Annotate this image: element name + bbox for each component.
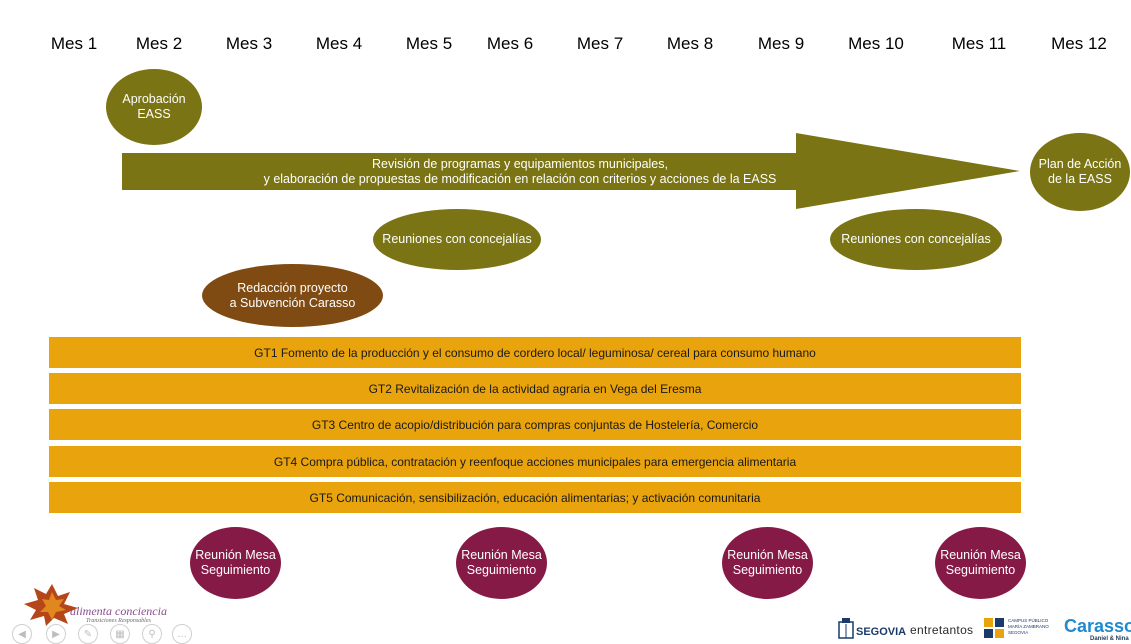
review-arrow-shape	[122, 133, 1020, 209]
zoom-icon: ⚲	[148, 628, 156, 640]
zoom-button[interactable]: ⚲	[142, 624, 162, 644]
slides-icon: ▦	[115, 628, 125, 640]
month-label: Mes 11	[951, 34, 1007, 53]
redaccion-label: Redacción proyecto a Subvención Carasso	[229, 280, 356, 310]
carasso-logo: Carasso Daniel & Nina	[1064, 614, 1131, 644]
month-label: Mes 1	[50, 34, 98, 53]
month-label: Mes 10	[848, 34, 904, 53]
meeting-4-label: Reunión Mesa Seguimiento	[940, 548, 1021, 577]
meeting-2-label: Reunión Mesa Seguimiento	[461, 548, 542, 577]
alimenta-logo-text: alimenta conciencia	[70, 604, 167, 618]
pen-icon: ✎	[83, 628, 93, 640]
alimenta-logo-subtext: Transiciones Responsables	[86, 618, 151, 624]
prev-icon: ◀	[18, 628, 26, 640]
more-button[interactable]: …	[172, 624, 192, 644]
carasso-logo-subtext: Daniel & Nina	[1090, 636, 1129, 642]
working-group-gt4: GT4 Compra pública, contratación y reenf…	[49, 446, 1021, 477]
campus-logo-text: CAMPUS PÚBLICO MARÍA ZAMBRANO SEGOVIA	[1008, 618, 1049, 635]
gt4-label: GT4 Compra pública, contratación y reenf…	[273, 454, 797, 469]
campus-grid-icon	[984, 618, 1004, 638]
review-arrow-label: Revisión de programas y equipamientos mu…	[263, 157, 777, 186]
month-label: Mes 3	[225, 34, 273, 53]
more-icon: …	[177, 628, 187, 640]
working-group-gt3: GT3 Centro de acopio/distribución para c…	[49, 409, 1021, 440]
meeting-4: Reunión Mesa Seguimiento	[935, 527, 1026, 599]
working-group-gt2: GT2 Revitalización de la actividad agrar…	[49, 373, 1021, 404]
month-label: Mes 6	[486, 34, 534, 53]
next-icon: ▶	[52, 628, 60, 640]
segovia-logo-text: SEGOVIA	[856, 626, 907, 638]
month-label: Mes 7	[576, 34, 624, 53]
gt2-label: GT2 Revitalización de la actividad agrar…	[368, 381, 702, 396]
prev-slide-button[interactable]: ◀	[12, 624, 32, 644]
month-label: Mes 5	[405, 34, 453, 53]
reuniones-1-label: Reuniones con concejalías	[382, 232, 532, 246]
reuniones-2-label: Reuniones con concejalías	[841, 232, 991, 246]
milestone-reuniones-1: Reuniones con concejalías	[373, 209, 541, 270]
milestone-aprobacion-label: Aprobación EASS	[122, 92, 186, 121]
carasso-logo-text: Carasso	[1064, 616, 1131, 636]
month-label: Mes 9	[757, 34, 805, 53]
slides-button[interactable]: ▦	[110, 624, 130, 644]
milestone-plan-label: Plan de Acción de la EASS	[1038, 157, 1122, 186]
milestone-plan-accion: Plan de Acción de la EASS	[1030, 133, 1130, 211]
entretantos-logo-text: entretantos	[910, 623, 974, 637]
meeting-2: Reunión Mesa Seguimiento	[456, 527, 547, 599]
gt3-label: GT3 Centro de acopio/distribución para c…	[311, 417, 759, 432]
working-group-gt5: GT5 Comunicación, sensibilización, educa…	[49, 482, 1021, 513]
campus-logo: CAMPUS PÚBLICO MARÍA ZAMBRANO SEGOVIA	[984, 614, 1062, 642]
leaf-icon	[24, 584, 78, 626]
milestone-aprobacion: Aprobación EASS	[106, 69, 202, 145]
entretantos-logo: entretantos	[910, 618, 982, 642]
pen-button[interactable]: ✎	[78, 624, 98, 644]
milestone-redaccion: Redacción proyecto a Subvención Carasso	[202, 264, 383, 327]
segovia-logo: SEGOVIA	[838, 614, 907, 642]
meeting-1: Reunión Mesa Seguimiento	[190, 527, 281, 599]
meeting-3: Reunión Mesa Seguimiento	[722, 527, 813, 599]
segovia-crest-icon	[838, 618, 854, 639]
gt1-label: GT1 Fomento de la producción y el consum…	[254, 345, 816, 360]
working-group-gt1: GT1 Fomento de la producción y el consum…	[49, 337, 1021, 368]
meeting-3-label: Reunión Mesa Seguimiento	[727, 548, 808, 577]
gt5-label: GT5 Comunicación, sensibilización, educa…	[309, 490, 761, 505]
milestone-reuniones-2: Reuniones con concejalías	[830, 209, 1002, 270]
next-slide-button[interactable]: ▶	[46, 624, 66, 644]
month-label: Mes 4	[315, 34, 363, 53]
month-label: Mes 12	[1051, 34, 1107, 53]
month-label: Mes 8	[666, 34, 714, 53]
alimenta-conciencia-logo: alimenta conciencia Transiciones Respons…	[22, 582, 172, 626]
month-label: Mes 2	[135, 34, 183, 53]
meeting-1-label: Reunión Mesa Seguimiento	[195, 548, 276, 577]
